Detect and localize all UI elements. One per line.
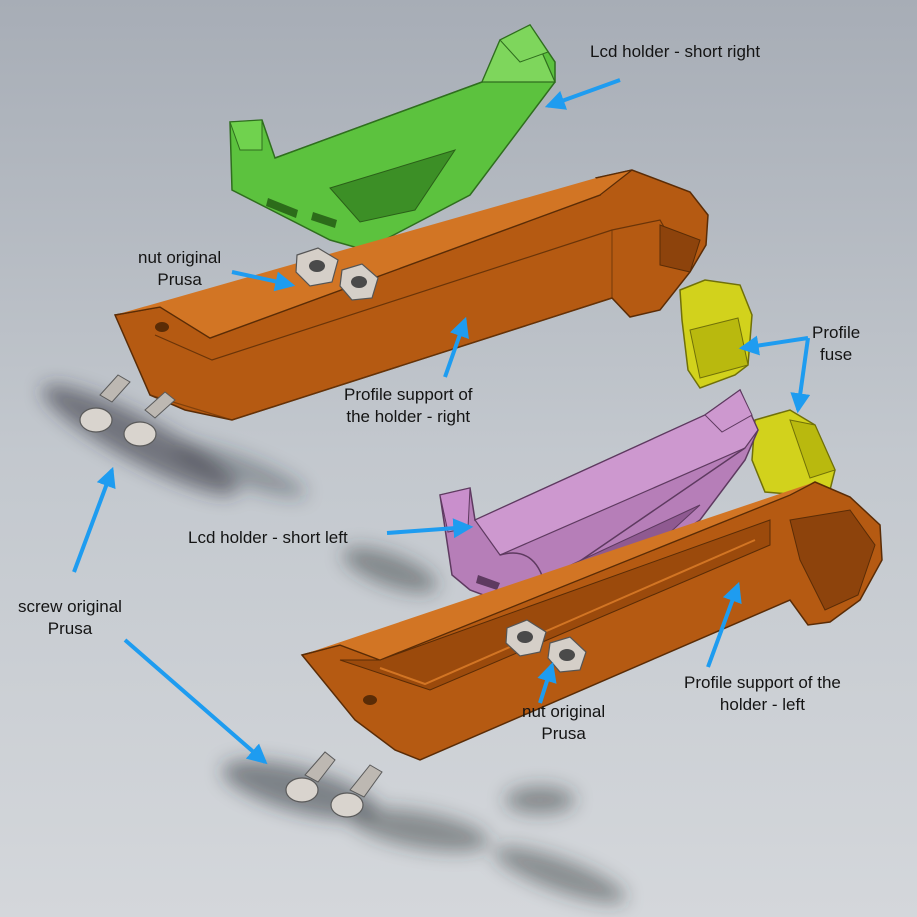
label-profile-fuse: Profile fuse [812, 322, 860, 366]
label-lcd-holder-short-left: Lcd holder - short left [188, 527, 348, 549]
label-line: Lcd holder - short right [590, 42, 761, 61]
profile-support-right-part [113, 169, 709, 421]
label-line: Prusa [541, 724, 586, 743]
arrow-nut-top [231, 270, 296, 292]
label-nut-bottom: nut original Prusa [522, 701, 605, 745]
arrow-lcd-holder-right [544, 78, 621, 110]
label-nut-top: nut original Prusa [138, 247, 221, 291]
nuts-bottom [505, 619, 587, 673]
label-line: Profile support of the [684, 673, 841, 692]
label-line: Profile [812, 323, 861, 342]
label-line: Lcd holder - short left [188, 528, 348, 547]
label-profile-support-right: Profile support of the holder - right [344, 384, 473, 428]
label-profile-support-left: Profile support of the holder - left [684, 672, 841, 716]
label-line: screw original [18, 597, 122, 616]
profile-fuse-part-lower [751, 409, 836, 496]
label-line: holder - left [719, 695, 805, 714]
label-line: Profile support of [344, 385, 473, 404]
arrow-profile-support-right [443, 316, 469, 378]
arrow-lcd-holder-left [386, 518, 474, 539]
label-lcd-holder-short-right: Lcd holder - short right [590, 41, 760, 63]
arrow-profile-fuse-lower [790, 337, 811, 414]
profile-support-left-part [300, 481, 883, 761]
nuts-top [295, 247, 379, 301]
arrow-profile-fuse-top [738, 335, 809, 356]
arrow-profile-support-left [706, 581, 742, 668]
label-line: the holder - right [346, 407, 471, 426]
arrow-nut-bottom [537, 661, 557, 704]
label-screw: screw original Prusa [18, 596, 122, 640]
screws-bottom [285, 751, 383, 818]
arrow-screw-bottom [123, 638, 268, 765]
label-line: nut original [138, 248, 222, 267]
arrow-screw-top [72, 466, 116, 573]
label-line: nut original [522, 702, 606, 721]
label-line: Prusa [47, 619, 93, 638]
screws-top [79, 374, 176, 447]
label-line: Prusa [157, 270, 202, 289]
profile-fuse-part-top [679, 279, 753, 389]
callout-arrows [72, 78, 811, 765]
label-line: fuse [820, 345, 853, 364]
lcd-holder-short-right-part [229, 24, 556, 251]
